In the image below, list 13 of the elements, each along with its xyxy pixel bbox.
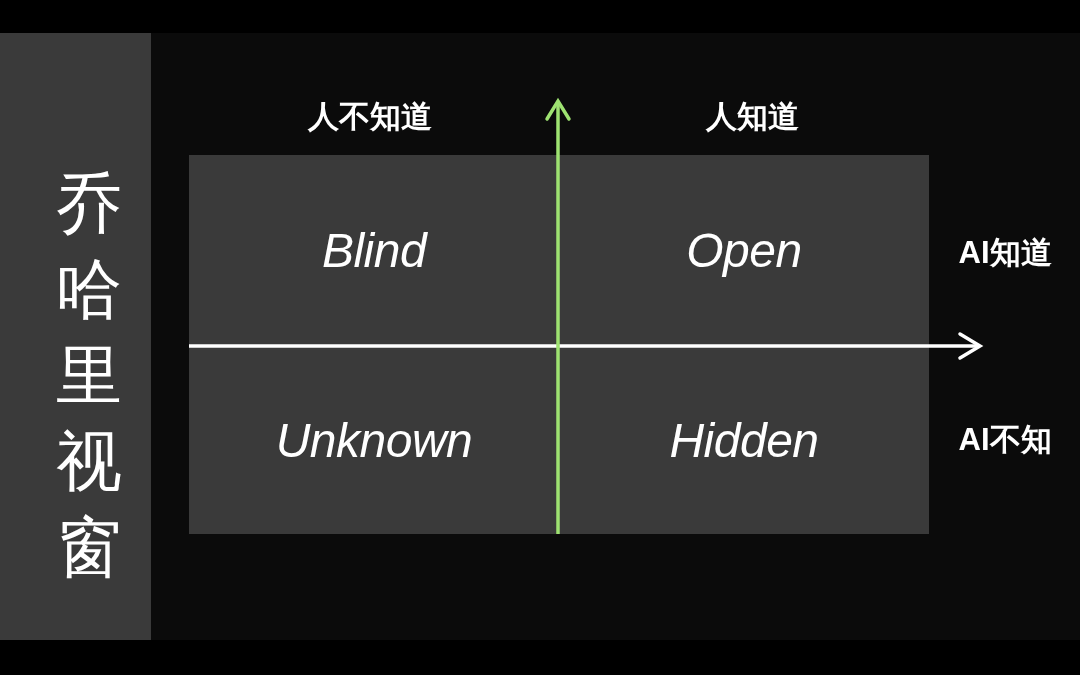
axis-label: AI知道	[958, 234, 1052, 272]
quadrant-label: Hidden	[669, 412, 819, 468]
axis-label: 人知道	[705, 98, 799, 136]
axis-label: AI不知	[958, 421, 1052, 459]
axis-label: 人不知道	[308, 98, 432, 136]
quadrant-box	[559, 346, 929, 534]
quadrant-box	[559, 155, 929, 346]
quadrant-label: Blind	[321, 223, 427, 278]
title: 乔哈里视窗	[55, 165, 123, 586]
quadrant-label: Open	[686, 223, 802, 278]
quadrant-box	[189, 155, 559, 346]
quadrant-box	[189, 346, 559, 534]
quadrant-label: Unknown	[275, 412, 473, 468]
